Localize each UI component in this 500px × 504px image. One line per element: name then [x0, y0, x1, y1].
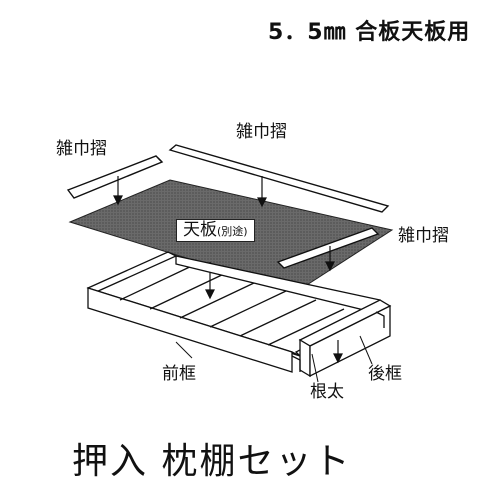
arrow-left-strip: [113, 176, 123, 206]
label-tenban-box: 天板(別途): [176, 219, 255, 242]
label-nebuto: 根太: [310, 382, 344, 402]
header-spec: 5．5㎜ 合板天板用: [268, 20, 471, 45]
arrow-top-strip: [257, 176, 267, 208]
arrow-back-frame: [333, 340, 343, 364]
leader-lines: [175, 335, 373, 383]
frame-assembly: [86, 251, 392, 378]
arrow-right-strip: [325, 246, 335, 272]
label-zakinzuri-left: 雑巾摺: [56, 139, 107, 159]
zakinzuri-strip-left: [66, 155, 164, 199]
label-tenban-note: (別途): [217, 225, 248, 238]
zakinzuri-strip-right: [276, 227, 380, 269]
label-ushirogamachi: 後框: [368, 364, 402, 384]
label-zakinzuri-top: 雑巾摺: [236, 122, 287, 142]
label-tenban: 天板: [183, 220, 217, 240]
footer-title: 押入 枕棚セット: [72, 441, 352, 482]
label-zakinzuri-right: 雑巾摺: [398, 226, 449, 246]
zakinzuri-strip-top: [168, 144, 390, 213]
label-maegamachi: 前框: [162, 364, 196, 384]
